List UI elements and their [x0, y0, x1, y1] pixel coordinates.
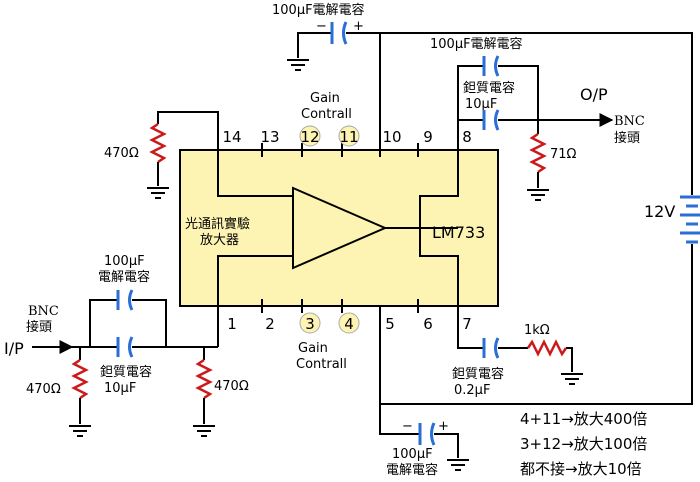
- ground-icon-bottom: [447, 459, 469, 471]
- cap-left-tant-icon: [116, 336, 134, 358]
- ground-icon-out: [527, 189, 549, 201]
- output-label: O/P: [580, 85, 608, 104]
- chip-inner-label-2: 放大器: [200, 233, 239, 248]
- cap-top-icon: [330, 21, 348, 45]
- pin-4: 4: [344, 315, 354, 333]
- res-pin7-icon: [526, 339, 568, 357]
- cap-left-tant-label-2: 10μF: [104, 381, 136, 396]
- chip-name: LM733: [432, 223, 485, 242]
- gain-note-1: 4+11→放大400倍: [520, 410, 647, 428]
- res-out-label: 71Ω: [550, 147, 577, 162]
- ground-icon-pin7: [561, 373, 583, 385]
- pin-14: 14: [222, 128, 241, 146]
- cap-pin7-icon: [482, 337, 500, 359]
- res-in-right-label: 470Ω: [214, 379, 249, 394]
- pin-3: 3: [305, 315, 315, 333]
- gain-bottom-label-2: Contrall: [296, 357, 347, 372]
- cap-bottom-label-1: 100μF: [392, 447, 433, 462]
- gain-top-label-1: Gain: [310, 91, 340, 106]
- pin-1: 1: [227, 315, 237, 333]
- gain-note-2: 3+12→放大100倍: [520, 435, 647, 453]
- chip-internal-wiring: [217, 150, 459, 306]
- pin-5: 5: [385, 315, 395, 333]
- chip-inner-label-1: 光通訊實驗: [185, 216, 250, 232]
- cap-bottom-label-2: 電解電容: [386, 462, 438, 478]
- res-top-left-wire: [157, 111, 219, 150]
- cap-top-wires: [297, 32, 693, 195]
- pin-11: 11: [339, 128, 358, 146]
- input-wires: [72, 299, 219, 360]
- cap-bottom-wires: [379, 404, 459, 458]
- pin-6: 6: [423, 315, 433, 333]
- ground-icon-top-left: [147, 187, 169, 199]
- cap-bottom-icon: [418, 422, 436, 446]
- cap-left-tant-label-1: 鉭質電容: [100, 364, 152, 380]
- res-in-left-label: 470Ω: [26, 382, 61, 397]
- pin-13: 13: [260, 128, 279, 146]
- op-amp-triangle: [292, 186, 388, 270]
- res-pin7-label: 1kΩ: [524, 323, 550, 338]
- bottom-pin-ticks: [261, 299, 419, 313]
- res-in-left-icon: [71, 358, 89, 400]
- cap-right-elec-label: 100μF電解電容: [430, 36, 523, 52]
- gain-circle-4: [338, 312, 360, 334]
- pin7-wires: [457, 306, 573, 372]
- cap-bottom-plus: +: [438, 419, 449, 434]
- input-bnc-2: 接頭: [26, 319, 52, 335]
- gain-circle-3: [299, 312, 321, 334]
- gain-top-label-2: Contrall: [301, 107, 352, 122]
- cap-pin7-label-1: 鉭質電容: [452, 366, 504, 382]
- pin-7: 7: [462, 315, 472, 333]
- pin-10: 10: [382, 128, 401, 146]
- gain-circle-11: [338, 125, 360, 147]
- cap-top-minus: −: [316, 19, 327, 34]
- res-in-right-icon: [195, 358, 213, 400]
- ground-icon-top: [287, 59, 309, 71]
- cap-right-elec-icon: [482, 55, 500, 77]
- pin-9: 9: [423, 128, 433, 146]
- cap-left-elec-label-2: 電解電容: [98, 269, 150, 285]
- res-top-left-label: 470Ω: [104, 146, 139, 161]
- cap-right-tant-label-2: 10μF: [465, 97, 497, 112]
- pin-12: 12: [300, 128, 319, 146]
- ground-icon-in-left: [69, 425, 91, 437]
- gain-note-3: 都不接→放大10倍: [520, 460, 642, 478]
- ground-icon-in-right: [193, 425, 215, 437]
- pin-2: 2: [265, 315, 275, 333]
- pin-8: 8: [462, 128, 472, 146]
- supply-return-wire: [379, 244, 693, 405]
- res-out-icon: [529, 132, 547, 174]
- gain-bottom-label-1: Gain: [298, 341, 328, 356]
- cap-top-label: 100μF電解電容: [272, 2, 365, 18]
- cap-left-elec-label-1: 100μF: [104, 254, 145, 269]
- output-bnc-2: 接頭: [614, 130, 640, 146]
- res-top-left-icon: [149, 122, 167, 164]
- cap-right-tant-icon: [482, 109, 500, 131]
- output-bnc-1: BNC: [614, 114, 645, 129]
- cap-right-tant-label-1: 鉭質電容: [463, 80, 515, 96]
- supply-label: 12V: [644, 202, 675, 221]
- cap-top-plus: +: [353, 19, 364, 34]
- gain-circle-12: [299, 125, 321, 147]
- input-label: I/P: [4, 339, 24, 358]
- battery-icon: [680, 195, 700, 244]
- input-bnc-1: BNC: [28, 304, 59, 319]
- cap-left-elec-icon: [116, 289, 134, 311]
- cap-bottom-minus: −: [402, 419, 413, 434]
- cap-pin7-label-2: 0.2μF: [454, 383, 490, 398]
